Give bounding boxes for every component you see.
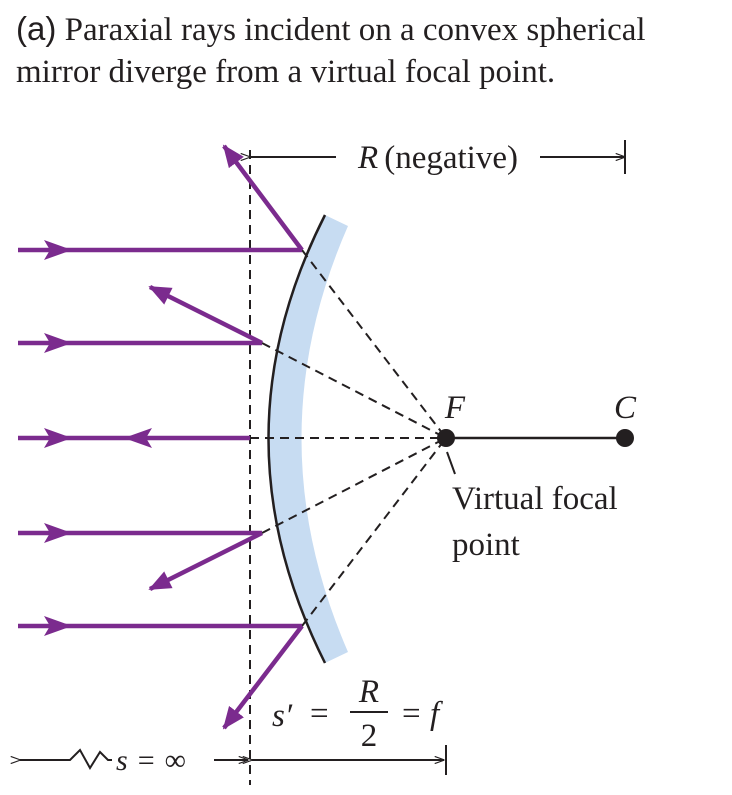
f-symbol: f xyxy=(430,696,443,732)
focal-point-label: F xyxy=(444,390,466,426)
caption-tag: (a) xyxy=(16,10,57,47)
virtual-ray-extensions xyxy=(250,249,447,627)
reflected-ray-5 xyxy=(222,624,304,730)
virtual-focal-leader xyxy=(446,451,456,475)
virtual-focal-label-line2: point xyxy=(452,527,520,563)
object-distance-dimension xyxy=(20,748,248,770)
reflected-ray-4 xyxy=(148,530,264,592)
caption-text: Paraxial rays incident on a convex spher… xyxy=(16,12,646,90)
reflected-ray-1 xyxy=(222,144,304,252)
focal-point-dot xyxy=(437,429,455,447)
radius-dimension xyxy=(250,140,626,174)
radius-label: R(negative) xyxy=(357,140,518,176)
object-distance-label: s=∞ xyxy=(116,744,186,777)
center-of-curvature-dot xyxy=(616,429,634,447)
equals-sign-1: = xyxy=(310,696,329,732)
fraction-denominator: 2 xyxy=(361,718,378,754)
s-prime-symbol: s′ xyxy=(272,698,293,734)
reflected-rays xyxy=(148,144,304,730)
fraction-numerator: R xyxy=(358,674,379,710)
focal-length-dimension xyxy=(252,745,447,775)
reflected-ray-2 xyxy=(148,284,264,346)
incident-arrowheads xyxy=(44,240,152,636)
virtual-focal-label-line1: Virtual focal xyxy=(452,481,618,517)
center-label: C xyxy=(614,390,637,426)
figure-caption: (a) Paraxial rays incident on a convex s… xyxy=(16,8,726,93)
mirror-coating xyxy=(268,215,348,663)
equals-sign-2: = xyxy=(402,696,421,732)
